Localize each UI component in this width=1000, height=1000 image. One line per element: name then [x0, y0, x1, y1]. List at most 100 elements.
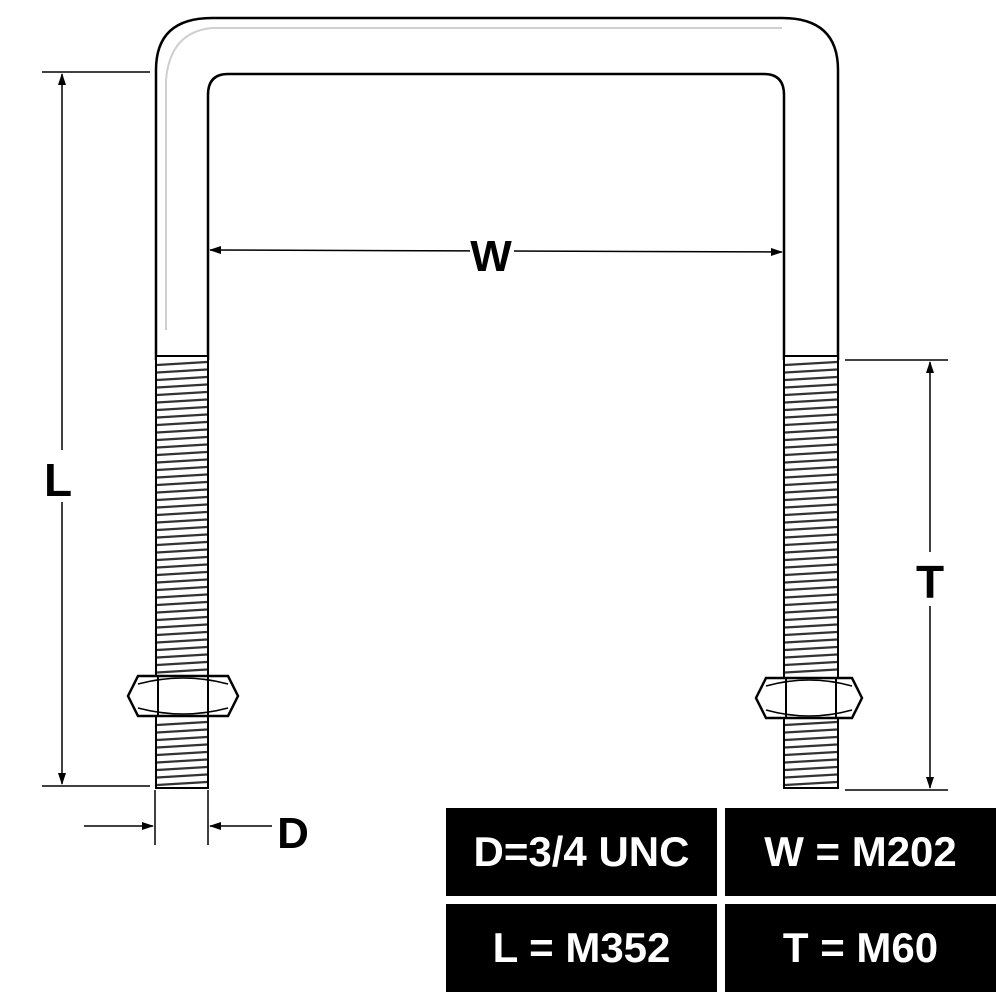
thread-ridge: [156, 465, 208, 472]
dimension-t-label: T: [916, 556, 944, 608]
thread-ridge: [156, 720, 208, 727]
thread-ridge: [156, 495, 208, 502]
thread-ridge: [156, 773, 208, 779]
thread-ridge: [156, 488, 208, 494]
thread-ridge: [156, 660, 208, 667]
thread-ridge: [784, 525, 838, 532]
thread-ridge: [784, 488, 838, 494]
thread-ridge: [156, 368, 208, 374]
thread-ridge: [784, 465, 838, 472]
dimension-d: D: [84, 790, 309, 858]
thread-ridge: [156, 623, 208, 629]
thread-ridge: [784, 570, 838, 577]
thread-ridge: [784, 420, 838, 427]
thread-ridge: [156, 548, 208, 554]
thread-ridge: [156, 398, 208, 404]
thread-ridge: [784, 608, 838, 614]
thread-ridge: [784, 668, 838, 674]
spec-length: L = M352: [446, 904, 717, 992]
thread-ridge: [156, 645, 208, 652]
thread-ridge: [156, 405, 208, 412]
thread-ridge: [156, 413, 208, 419]
thread-ridge: [784, 443, 838, 449]
thread-ridge: [784, 743, 838, 749]
thread-ridge: [156, 540, 208, 547]
dimension-w-label: W: [470, 232, 512, 281]
thread-ridge: [784, 375, 838, 382]
thread-ridge: [156, 450, 208, 457]
u-bolt-highlight: [165, 27, 782, 330]
thread-ridge: [784, 585, 838, 592]
thread-ridge: [156, 525, 208, 532]
thread-ridge: [156, 503, 208, 509]
thread-ridge: [156, 578, 208, 584]
dimension-l-label: L: [44, 454, 72, 506]
thread-ridge: [784, 773, 838, 779]
thread-ridge: [784, 555, 838, 562]
thread-ridge: [156, 518, 208, 524]
thread-ridge: [784, 503, 838, 509]
thread-ridge: [156, 585, 208, 592]
thread-ridge: [156, 480, 208, 487]
thread-ridge: [784, 660, 838, 667]
spec-thread: T = M60: [725, 904, 996, 992]
thread-ridge: [784, 368, 838, 374]
thread-ridge: [156, 375, 208, 382]
thread-ridge: [156, 630, 208, 637]
thread-ridge: [784, 615, 838, 622]
thread-ridge: [156, 600, 208, 607]
thread-ridge: [784, 750, 838, 757]
thread-ridge: [784, 600, 838, 607]
thread-ridge: [156, 458, 208, 464]
thread-ridge: [156, 510, 208, 517]
thread-ridge: [784, 398, 838, 404]
thread-ridge: [156, 435, 208, 442]
thread-ridge: [784, 578, 838, 584]
spec-table: D=3/4 UNC W = M202 L = M352 T = M60: [446, 808, 996, 992]
thread-ridge: [784, 563, 838, 569]
spec-diameter: D=3/4 UNC: [446, 808, 717, 896]
thread-ridge: [784, 480, 838, 487]
thread-ridge: [156, 473, 208, 479]
thread-ridge: [156, 653, 208, 659]
thread-ridge: [156, 728, 208, 734]
right-thread: [783, 355, 839, 789]
left-thread: [155, 355, 209, 789]
thread-ridge: [784, 758, 838, 764]
thread-ridge: [784, 458, 838, 464]
thread-ridge: [156, 638, 208, 644]
thread-ridge: [784, 630, 838, 637]
thread-ridge: [156, 615, 208, 622]
thread-ridge: [784, 593, 838, 599]
thread-ridge: [156, 593, 208, 599]
thread-ridge: [784, 518, 838, 524]
thread-ridge: [156, 443, 208, 449]
thread-ridge: [784, 360, 838, 367]
thread-ridge: [784, 428, 838, 434]
thread-ridge: [156, 390, 208, 397]
thread-ridge: [156, 668, 208, 674]
thread-ridge: [784, 390, 838, 397]
thread-ridge: [784, 540, 838, 547]
thread-ridge: [156, 563, 208, 569]
thread-ridge: [156, 735, 208, 742]
thread-ridge: [156, 555, 208, 562]
thread-ridge: [784, 533, 838, 539]
left-hex-nut: [126, 674, 240, 718]
dimension-l: L: [42, 71, 150, 787]
thread-ridge: [156, 428, 208, 434]
thread-ridge: [784, 720, 838, 727]
thread-ridge: [784, 728, 838, 734]
dimension-d-label: D: [277, 809, 309, 858]
thread-ridge: [784, 405, 838, 412]
dimension-w: W: [209, 226, 783, 281]
thread-ridge: [784, 653, 838, 659]
thread-ridge: [156, 758, 208, 764]
thread-ridge: [784, 548, 838, 554]
thread-ridge: [784, 765, 838, 772]
thread-ridge: [156, 533, 208, 539]
thread-ridge: [156, 383, 208, 389]
thread-ridge: [784, 383, 838, 389]
dimension-t: T: [845, 359, 950, 791]
